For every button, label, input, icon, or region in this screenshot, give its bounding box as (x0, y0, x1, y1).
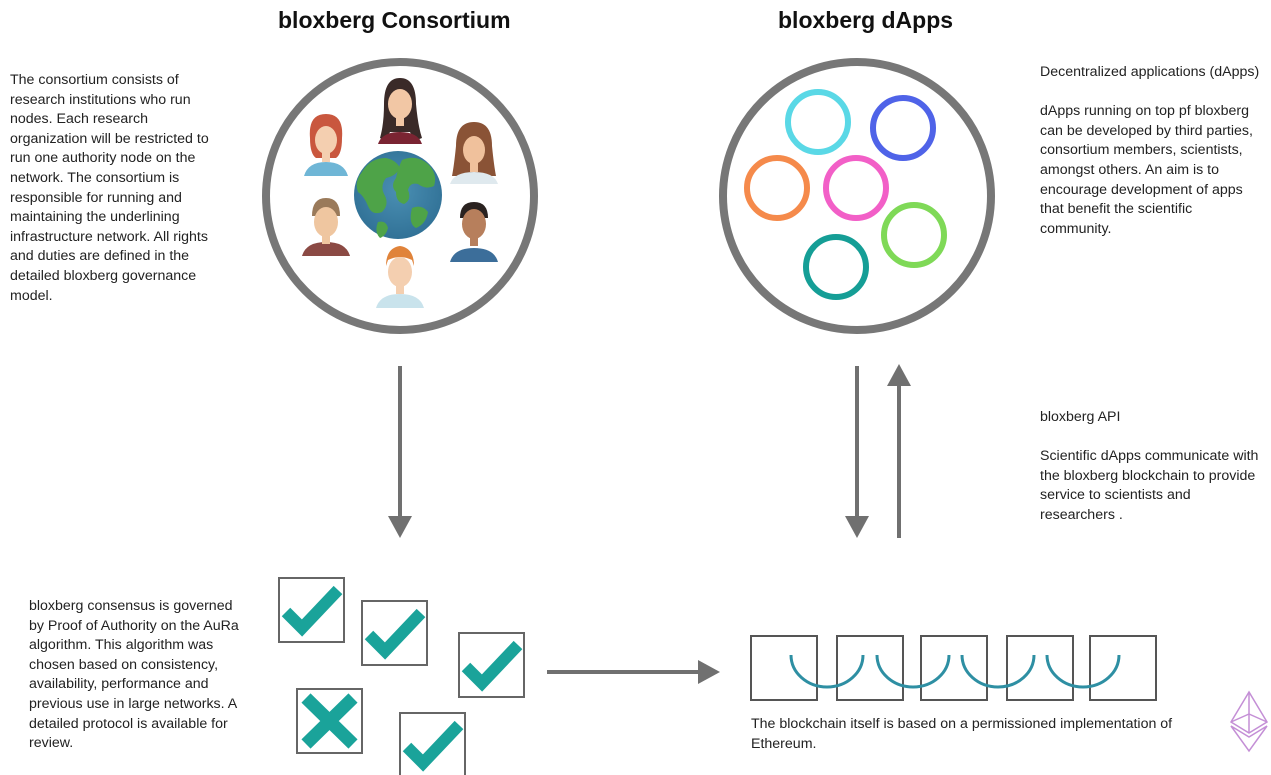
check-icon (458, 632, 525, 698)
arrow-down-consortium (388, 366, 412, 538)
consortium-description-text: The consortium consists of research inst… (10, 72, 209, 304)
dapp-circle-green (881, 202, 947, 268)
globe-icon (354, 151, 442, 239)
cross-icon (296, 688, 363, 754)
dapp-circle-cyan (785, 89, 851, 155)
chain-link (789, 654, 865, 689)
block (920, 635, 988, 701)
arrow-right-consensus (547, 660, 720, 684)
person-avatar-icon (450, 122, 498, 184)
person-avatar-icon (450, 202, 498, 262)
blockchain-chain (750, 635, 1157, 701)
blockchain-description: The blockchain itself is based on a perm… (751, 715, 1231, 754)
person-avatar-icon (376, 246, 424, 308)
ethereum-logo-icon (1229, 690, 1269, 753)
block (836, 635, 904, 701)
consensus-description-text: bloxberg consensus is governed by Proof … (29, 598, 239, 752)
chain-link (875, 654, 951, 689)
api-heading: bloxberg API (1040, 409, 1121, 425)
consortium-title: bloxberg Consortium (278, 7, 511, 33)
dapp-circle-blue (870, 95, 936, 161)
blockchain-description-text: The blockchain itself is based on a perm… (751, 716, 1173, 752)
api-description-text: Scientific dApps communicate with the bl… (1040, 448, 1259, 523)
check-icon (278, 577, 345, 643)
person-avatar-icon (302, 198, 350, 256)
dapps-description: Decentralized applications (dApps) dApps… (1040, 63, 1260, 239)
block (750, 635, 818, 701)
chain-link (1045, 654, 1121, 689)
dapps-heading: Decentralized applications (dApps) (1040, 64, 1260, 80)
dapps-title: bloxberg dApps (778, 7, 954, 33)
chain-link (960, 654, 1036, 689)
person-avatar-icon (378, 78, 422, 144)
check-icon (361, 600, 428, 666)
consortium-description: The consortium consists of research inst… (10, 71, 225, 306)
block (1006, 635, 1074, 701)
dapp-circle-orange (744, 155, 810, 221)
check-icon (399, 712, 466, 775)
person-avatar-icon (304, 114, 348, 176)
dapps-description-text: dApps running on top pf bloxberg can be … (1040, 103, 1253, 237)
dapp-circle-pink (823, 155, 889, 221)
arrow-up-dapps (887, 364, 911, 538)
block (1089, 635, 1157, 701)
arrow-down-dapps (845, 366, 869, 538)
consensus-description: bloxberg consensus is governed by Proof … (29, 597, 244, 754)
api-description: bloxberg API Scientific dApps communicat… (1040, 408, 1260, 526)
dapp-circle-teal (803, 234, 869, 300)
